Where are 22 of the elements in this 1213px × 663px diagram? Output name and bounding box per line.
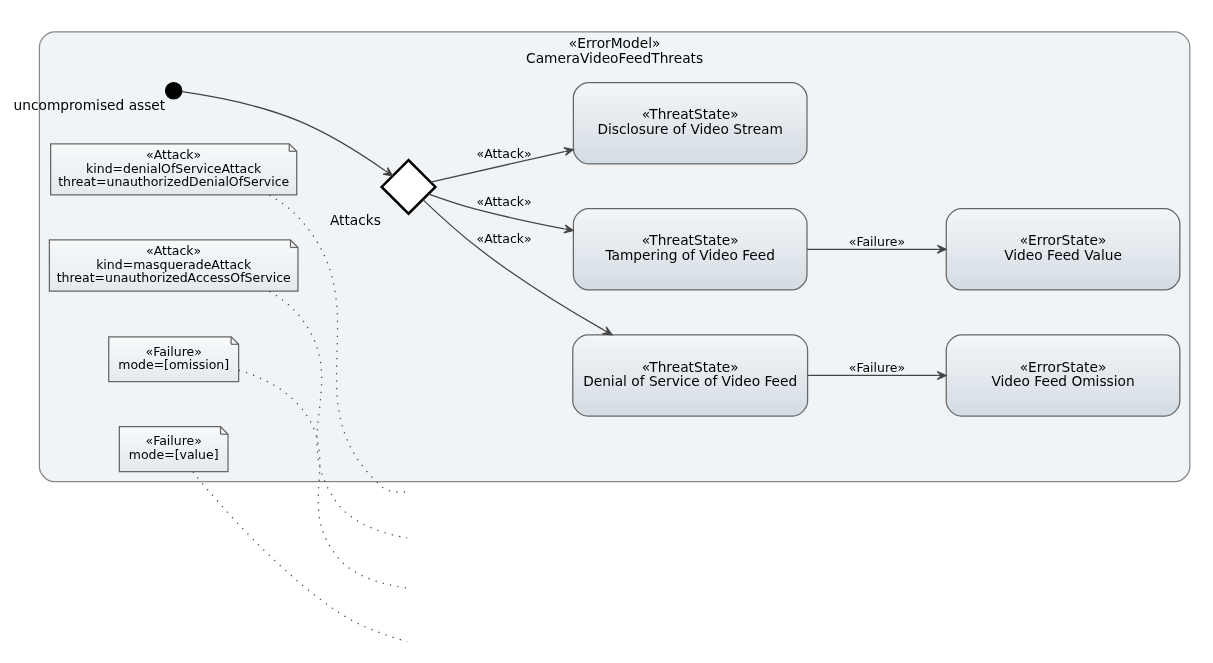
edge-label: «Attack» bbox=[476, 193, 532, 209]
node-box: «ErrorState» Video Feed Value bbox=[945, 207, 1181, 291]
node-box: «ErrorState» Video Feed Omission bbox=[945, 333, 1181, 417]
node-label: uncompromised asset bbox=[13, 96, 166, 113]
node-box: «ThreatState» Disclosure of Video Stream bbox=[572, 81, 808, 164]
arrow bbox=[430, 146, 574, 183]
node-box: «ThreatState» Denial of Service of Video Feed bbox=[572, 333, 809, 417]
edge-label: «Attack» bbox=[476, 230, 532, 246]
arrow bbox=[422, 198, 613, 335]
arrow bbox=[181, 90, 394, 176]
arrow bbox=[807, 370, 947, 380]
arrow bbox=[806, 244, 947, 254]
node-label: Attacks bbox=[329, 211, 381, 228]
node-box: «ThreatState» Tampering of Video Feed bbox=[572, 207, 808, 291]
edge-label: «Attack» bbox=[476, 145, 532, 161]
node-circle bbox=[164, 81, 183, 99]
connector bbox=[268, 194, 408, 493]
connector bbox=[268, 290, 408, 538]
edge-label: «Failure» bbox=[848, 359, 906, 375]
edge-label: «Failure» bbox=[848, 233, 906, 249]
connector bbox=[192, 470, 408, 642]
arrow bbox=[428, 192, 574, 233]
